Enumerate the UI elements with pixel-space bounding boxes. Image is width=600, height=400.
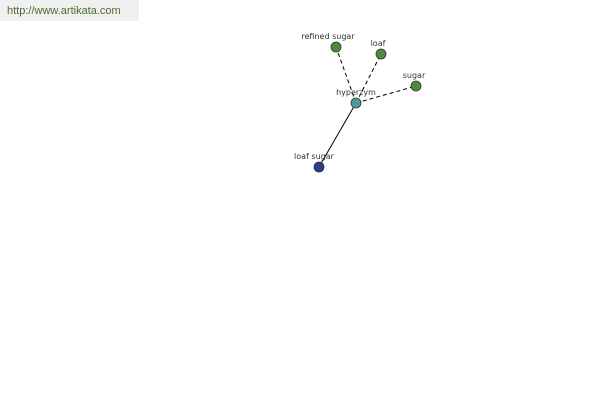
node-hyperzym[interactable] [350, 97, 362, 109]
edge-loaf-sugar [318, 102, 357, 168]
label-loaf-sugar: loaf sugar [294, 152, 335, 161]
edge-sugar [355, 85, 417, 104]
node-refined-sugar[interactable] [330, 41, 342, 53]
edge-loaf [355, 53, 382, 104]
edge-refined-sugar [335, 46, 357, 104]
node-sugar[interactable] [410, 80, 422, 92]
source-link[interactable]: http://www.artikata.com [0, 0, 139, 21]
label-hyperzym: hyperzym [336, 88, 376, 97]
node-loaf[interactable] [375, 48, 387, 60]
label-sugar: sugar [403, 71, 426, 80]
node-loaf-sugar[interactable] [313, 161, 325, 173]
label-loaf: loaf [371, 39, 386, 48]
label-refined-sugar: refined sugar [301, 32, 355, 41]
